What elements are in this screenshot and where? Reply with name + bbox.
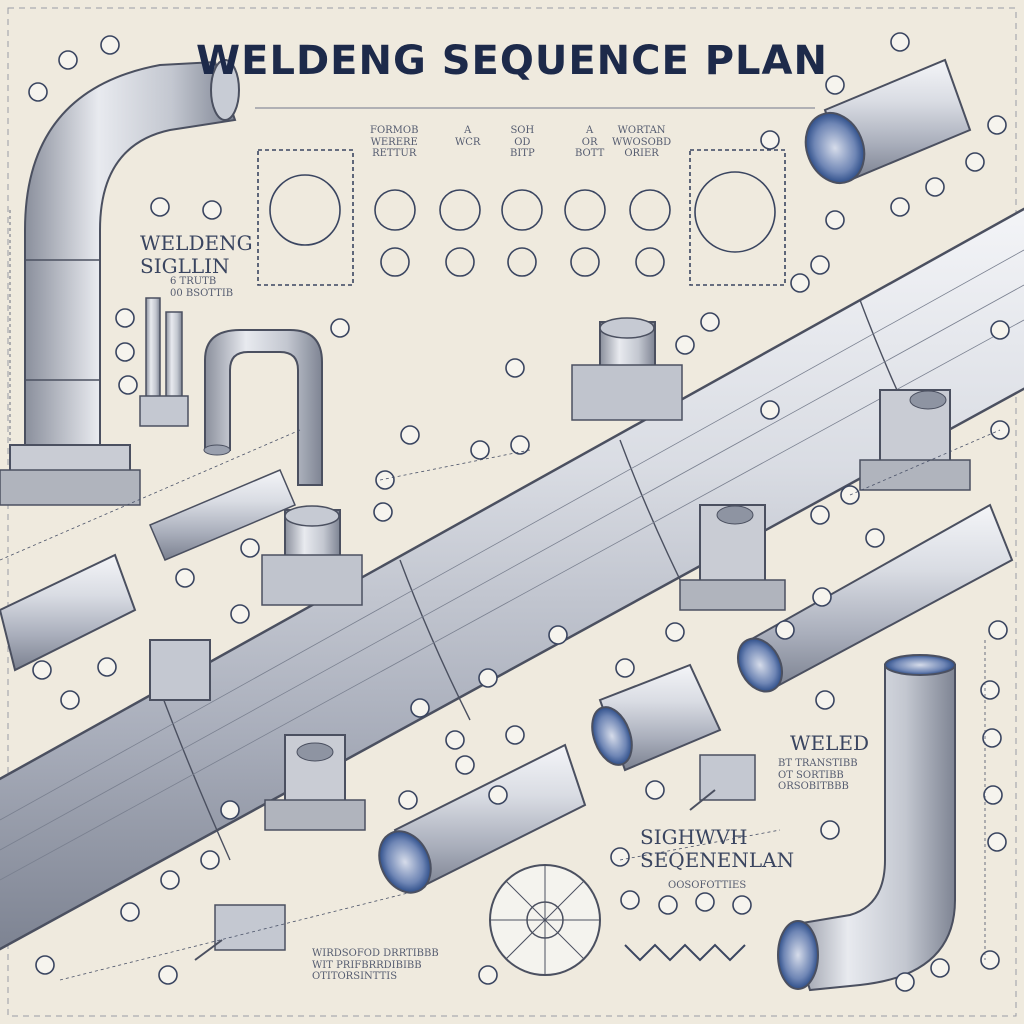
u-bend-pipe	[203, 329, 323, 486]
weld-zigzag-symbol	[624, 943, 746, 962]
note-bottom-caption: WIRDSOFOD DRRTIBBB WIT PRIFBRRDIBIBB OTI…	[312, 948, 439, 982]
chart-header-3: SOH OD BITP	[510, 125, 535, 159]
pipe-support-center	[264, 734, 366, 831]
note-right-heading: WELED	[790, 731, 870, 755]
elbow-pipe-top-left	[0, 59, 240, 506]
pipe-support-left	[149, 639, 211, 701]
pipe-support-right	[859, 389, 971, 491]
page-title: WELDENG SEQUENCE PLAN	[196, 38, 828, 84]
section-view-icon	[489, 864, 601, 976]
note-center-sub: OOSOFOTTIES	[668, 880, 747, 891]
reducer-fitting	[591, 663, 722, 772]
small-diagonal-pipe	[149, 469, 296, 561]
chart-header-5: WORTAN WWOSOBD ORIER	[612, 125, 672, 159]
chart-header-2: A WCR	[455, 125, 481, 148]
section-views-row	[257, 149, 786, 286]
callout-bubble-icon	[28, 32, 1010, 992]
note-left-sub: 6 TRUTB 00 BSOTTIB	[170, 276, 234, 299]
chart-header-1: FORMOB WERERE RETTUR	[370, 125, 419, 159]
note-left-heading: WELDENG SIGLLIN	[140, 231, 253, 278]
pipe-segment-bottom	[378, 743, 587, 894]
elbow-pipe-bottom-right	[777, 654, 956, 992]
weld-torch-icon	[689, 754, 756, 811]
pipe-segment-right	[736, 503, 1014, 693]
pipe-support-mid	[679, 504, 786, 611]
valve-fitting-left	[139, 297, 189, 427]
vertical-stub-center	[571, 317, 683, 421]
note-right-sub: BT TRANSTIBB OT SORTIBB ORSOBITBBB	[778, 758, 858, 792]
pipe-segment-left	[0, 553, 137, 672]
vertical-stub-left	[261, 505, 363, 606]
pipe-segment-top-right	[804, 58, 972, 184]
chart-header-4: A OR BOTT	[575, 125, 605, 159]
torch-device-bottom-left	[194, 904, 286, 961]
leader-lines	[0, 210, 1001, 981]
note-center-heading: SIGHWVH SEQENENLAN	[640, 825, 795, 872]
